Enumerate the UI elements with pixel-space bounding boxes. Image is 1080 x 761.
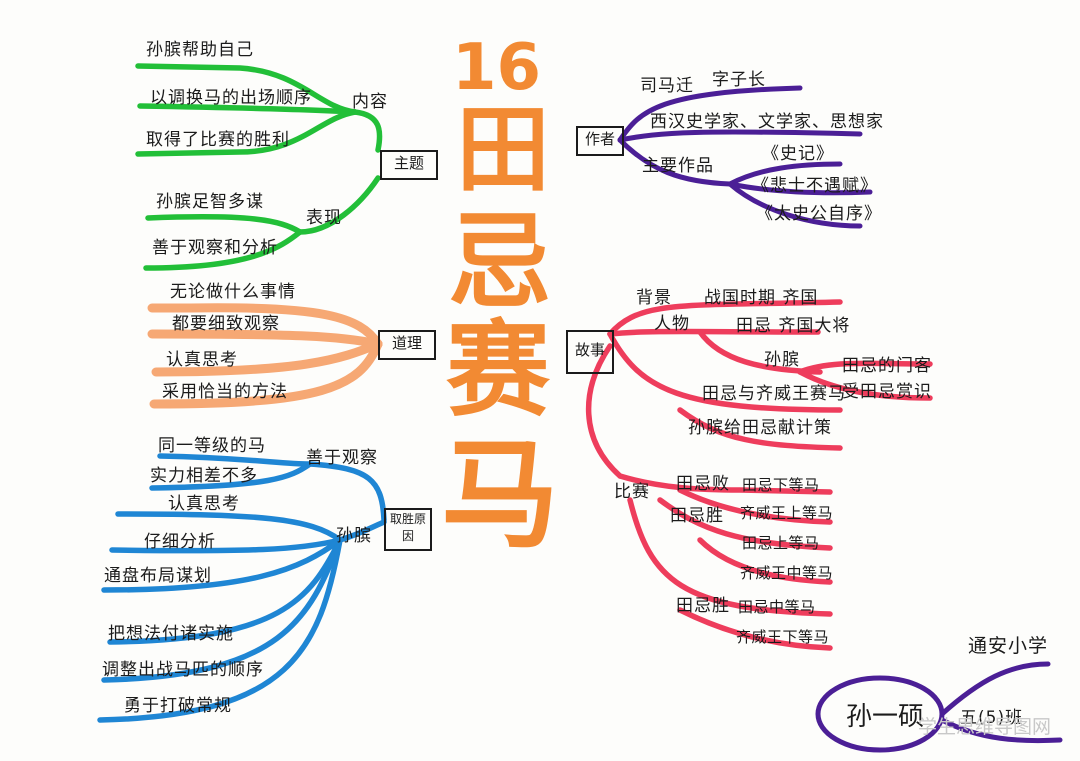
blue-branch-lines <box>97 453 387 723</box>
signature-lines <box>815 661 1063 753</box>
work-item: 《悲士不遇赋》 <box>752 176 878 196</box>
match-item: 田忌上等马 <box>742 534 820 552</box>
purple-branch-lines <box>617 85 873 229</box>
principle-box: 道理 <box>378 330 436 360</box>
reason-item: 仔细分析 <box>144 532 216 552</box>
match-win-label: 田忌胜 <box>670 506 724 526</box>
principle-item: 无论做什么事情 <box>170 282 296 302</box>
match-item: 田忌下等马 <box>742 476 820 494</box>
performance-item: 善于观察和分析 <box>152 238 278 258</box>
content-item: 孙膑帮助自己 <box>146 40 254 60</box>
title-char-2: 忌 <box>447 201 552 323</box>
performance-label: 表现 <box>306 208 342 228</box>
match-item: 齐威王中等马 <box>740 564 834 582</box>
match-lose-label: 田忌败 <box>676 474 730 494</box>
reason-item: 认真思考 <box>168 494 240 514</box>
works-label: 主要作品 <box>642 156 714 176</box>
title-char-3: 赛 <box>445 309 550 431</box>
content-item: 以调换马的出场顺序 <box>150 88 312 108</box>
story-box: 故事 <box>566 330 614 374</box>
title-char-1: 田 <box>455 96 550 205</box>
event-item: 孙膑给田忌献计策 <box>688 418 832 438</box>
observe-label: 善于观察 <box>306 448 378 468</box>
author-style-name: 字子长 <box>712 70 766 90</box>
site-watermark: 学生思维导图网 <box>918 716 1052 738</box>
principle-item: 采用恰当的方法 <box>162 382 288 402</box>
content-label: 内容 <box>352 92 388 112</box>
student-name: 孙一硕 <box>846 702 925 732</box>
sun-bin-node: 孙膑 <box>764 350 800 370</box>
match-item: 齐威王下等马 <box>736 628 830 646</box>
background-label: 背景 <box>636 288 672 308</box>
observe-item: 同一等级的马 <box>158 436 266 456</box>
reason-item: 把想法付诸实施 <box>108 624 234 644</box>
performance-item: 孙膑足智多谋 <box>156 192 264 212</box>
match-item: 齐威王上等马 <box>740 504 834 522</box>
author-box: 作者 <box>576 126 624 156</box>
lesson-number: 16 <box>452 31 542 105</box>
sun-bin-item: 受田忌赏识 <box>842 382 932 402</box>
sun-bin-label: 孙膑 <box>336 526 372 546</box>
people-label: 人物 <box>654 314 690 334</box>
tian-ji-desc: 田忌 齐国大将 <box>736 316 851 336</box>
sun-bin-item: 田忌的门客 <box>842 356 932 376</box>
school-name: 通安小学 <box>968 635 1049 657</box>
match-win-label: 田忌胜 <box>676 596 730 616</box>
reason-item: 调整出战马匹的顺序 <box>102 660 264 680</box>
background-value: 战国时期 齐国 <box>704 288 819 308</box>
match-label: 比赛 <box>614 482 650 502</box>
event-item: 田忌与齐威王赛马 <box>702 384 846 404</box>
peach-branch-lines <box>147 303 383 409</box>
observe-item: 实力相差不多 <box>150 466 258 486</box>
title-char-4: 马 <box>440 426 559 564</box>
content-item: 取得了比赛的胜利 <box>146 130 290 150</box>
work-item: 《史记》 <box>762 144 834 164</box>
win-reason-box: 取胜原因 <box>384 508 432 551</box>
work-item: 《太史公自序》 <box>756 204 882 224</box>
class-name: 五(5)班 <box>960 708 1024 728</box>
match-item: 田忌中等马 <box>738 598 816 616</box>
author-name: 司马迁 <box>640 76 694 96</box>
reason-item: 勇于打破常规 <box>124 696 232 716</box>
red-branch-lines <box>585 299 933 651</box>
reason-item: 通盘布局谋划 <box>104 566 212 586</box>
principle-item: 认真思考 <box>166 350 238 370</box>
green-branch-lines <box>135 63 383 271</box>
theme-box: 主题 <box>380 150 438 180</box>
author-description: 西汉史学家、文学家、思想家 <box>650 112 884 132</box>
principle-item: 都要细致观察 <box>172 314 280 334</box>
